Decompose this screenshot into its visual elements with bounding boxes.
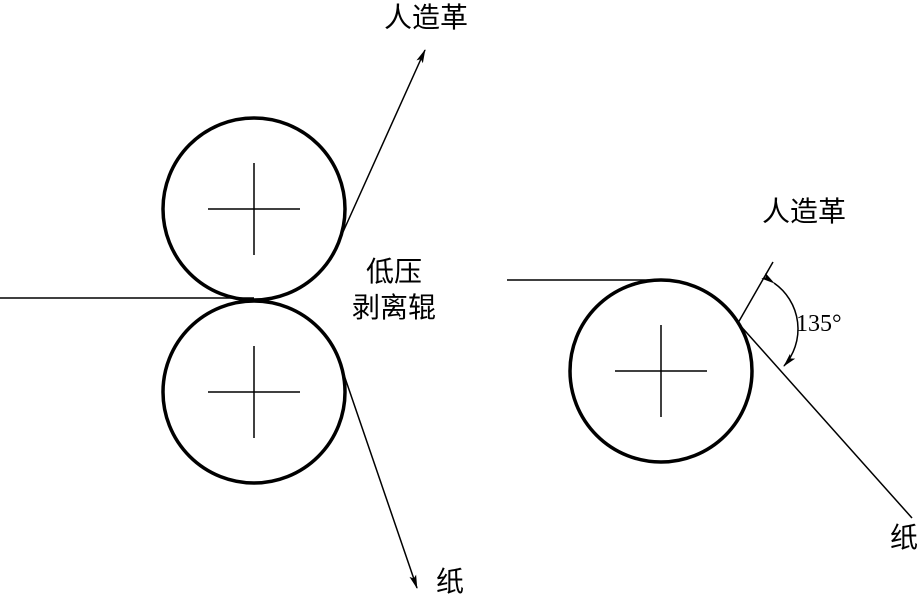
- angle-arc: [761, 272, 799, 367]
- left-roller-label-line2: 剥离辊: [352, 291, 437, 324]
- right-assembly: [507, 261, 913, 519]
- paper-exit-line: [737, 322, 913, 519]
- left-assembly: [0, 49, 426, 589]
- lower-roller: [161, 299, 347, 485]
- left-paper-label: 纸: [436, 565, 465, 598]
- right-paper-label: 纸: [890, 521, 919, 554]
- leather-exit-line: [737, 261, 774, 324]
- right-leather-label: 人造革: [762, 195, 847, 228]
- single-roller: [568, 278, 754, 464]
- left-roller-label-line1: 低压: [366, 255, 423, 288]
- leather-exit-arrow: [342, 49, 426, 233]
- angle-label: 135°: [796, 311, 842, 337]
- paper-exit-arrow: [342, 371, 418, 589]
- left-leather-label: 人造革: [384, 1, 469, 34]
